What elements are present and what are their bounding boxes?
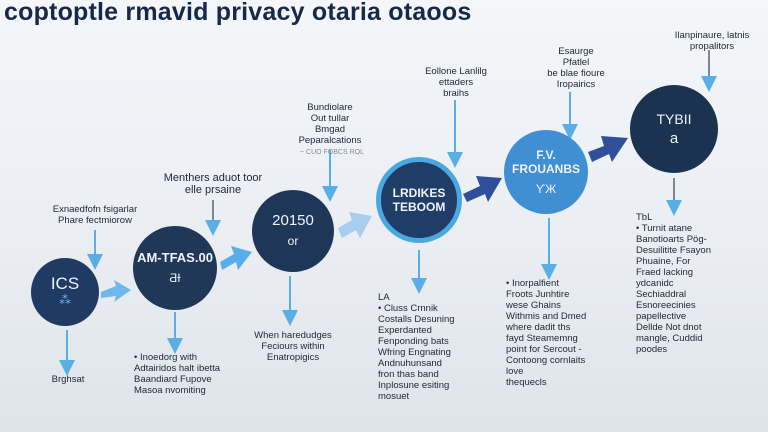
- flow-arrow-4: [463, 176, 502, 202]
- label-below-4: LA • Cluss Crnnik Costalls Desuning Expe…: [378, 292, 455, 402]
- step-node-2: AM-TFAS.00 ƋƗ: [133, 226, 217, 310]
- label-below-6: TbL • Turnit atane Banotioarts Pög- Desu…: [636, 212, 711, 355]
- faint-note: ~ CUO FOBCS ROL: [300, 149, 364, 156]
- step-node-5: F.V. FROUANBS ƳЖ: [504, 130, 588, 214]
- label-above-4: Eollone Lanlilg ettaders braihs: [425, 66, 487, 99]
- label-above-3: Bundiolare Out tullar Bmgad Peparalcatio…: [298, 102, 362, 146]
- step-node-1: ICS ⁂: [31, 258, 99, 326]
- label-above-6: Ilanpinaure, latnis propalitors: [674, 30, 750, 52]
- step-node-2-label: AM-TFAS.00: [137, 250, 213, 265]
- page-title: coptoptle rmavid privacy otaria otaoos: [4, 0, 472, 26]
- step-node-5-label: F.V. FROUANBS: [512, 148, 580, 176]
- step-node-3: 20150 or: [252, 190, 334, 272]
- step-node-3-sub: or: [287, 234, 299, 248]
- step-node-6-sub: a: [669, 130, 679, 147]
- label-below-3: When haredudges Feciours within Enatropi…: [254, 330, 332, 363]
- flow-arrow-1: [101, 280, 131, 302]
- step-node-6: TYBII a: [630, 85, 718, 173]
- step-node-4: LRDIKES TEBOOM: [376, 157, 462, 243]
- step-node-6-label: TYBII: [656, 111, 692, 127]
- step-node-1-sub: ⁂: [59, 293, 71, 307]
- label-below-1: Brghsat: [51, 374, 85, 385]
- label-above-1: Exnaedfofn fsigarlar Phare fectmiorow: [52, 204, 138, 226]
- step-node-3-label: 20150: [272, 212, 314, 229]
- label-below-5: • Inorpalfient Froots Junhtire wese Ghai…: [506, 278, 587, 388]
- flow-arrow-5: [588, 136, 628, 162]
- label-above-5: Esaurge Pfatlel be blae fioure Iropairic…: [547, 46, 605, 90]
- label-below-2: • Inoedorg with Adtairidos halt ibetta B…: [134, 352, 221, 396]
- step-node-1-label: ICS: [50, 274, 80, 293]
- step-node-2-sub: ƋƗ: [169, 271, 181, 285]
- step-node-5-sub: ƳЖ: [535, 182, 557, 196]
- label-above-2: Menthers aduot toor elle prsaine: [163, 172, 263, 196]
- connector-lines: [59, 50, 717, 376]
- flow-arrow-2: [220, 246, 252, 270]
- step-node-4-label: LRDIKES TEBOOM: [392, 186, 446, 214]
- flow-arrow-3: [338, 212, 372, 238]
